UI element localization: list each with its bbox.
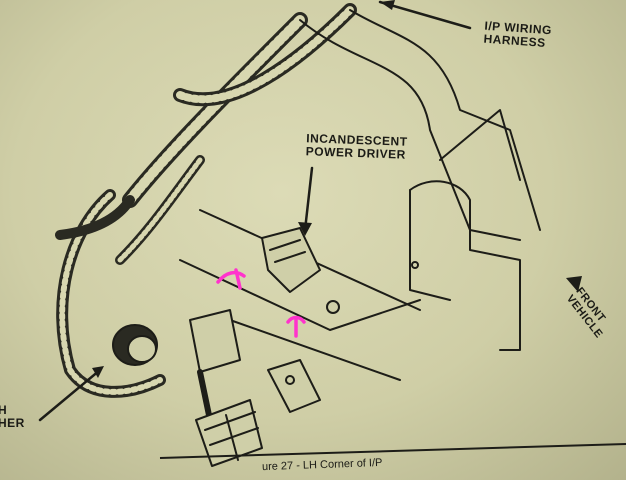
brake-pedal-pad <box>195 399 263 467</box>
power-driver-module <box>261 227 321 293</box>
switch-housing <box>189 309 241 373</box>
arrow-ip-harness <box>378 0 472 30</box>
arrowhead-ip <box>380 0 395 10</box>
dash-outline <box>299 19 521 241</box>
dash-panel <box>439 109 521 181</box>
pedal-arm <box>197 369 213 423</box>
kick-panel-bolt <box>411 261 419 269</box>
ip-wiring-harness-label: I/P WIRING HARNESS <box>483 19 552 50</box>
support-bracket-2 <box>179 259 421 331</box>
pink-marker-left-stem <box>234 268 242 290</box>
arrow-left-component <box>38 368 102 422</box>
pedal-pad-grip <box>204 411 259 461</box>
harness-upper-wrap <box>176 6 354 104</box>
caption-rule <box>159 443 626 459</box>
fastener <box>326 300 340 314</box>
harness-branch-2-wrap <box>117 157 203 263</box>
power-driver-label: INCANDESCENT POWER DRIVER <box>306 131 408 161</box>
harness-branch <box>55 195 135 240</box>
pedal-bracket <box>267 359 321 413</box>
harness-main-wrap <box>125 15 305 205</box>
pedal-pivot <box>285 375 295 385</box>
left-line2: HER <box>0 415 25 430</box>
power-driver-detail <box>269 239 306 263</box>
kick-panel-edge <box>409 189 451 301</box>
support-bracket-3 <box>229 319 401 381</box>
arrow-power-driver <box>303 166 314 232</box>
left-component-label: H HER <box>0 404 25 429</box>
left-line1: H <box>0 403 8 417</box>
pink-marker-left <box>216 270 246 284</box>
arrowhead-power-driver <box>298 222 312 236</box>
front-arrow-icon <box>566 276 582 292</box>
connector-plug-face <box>127 335 157 363</box>
kick-panel <box>409 180 521 351</box>
arrowhead-left <box>92 366 104 378</box>
dash-upper-outline <box>349 9 541 231</box>
